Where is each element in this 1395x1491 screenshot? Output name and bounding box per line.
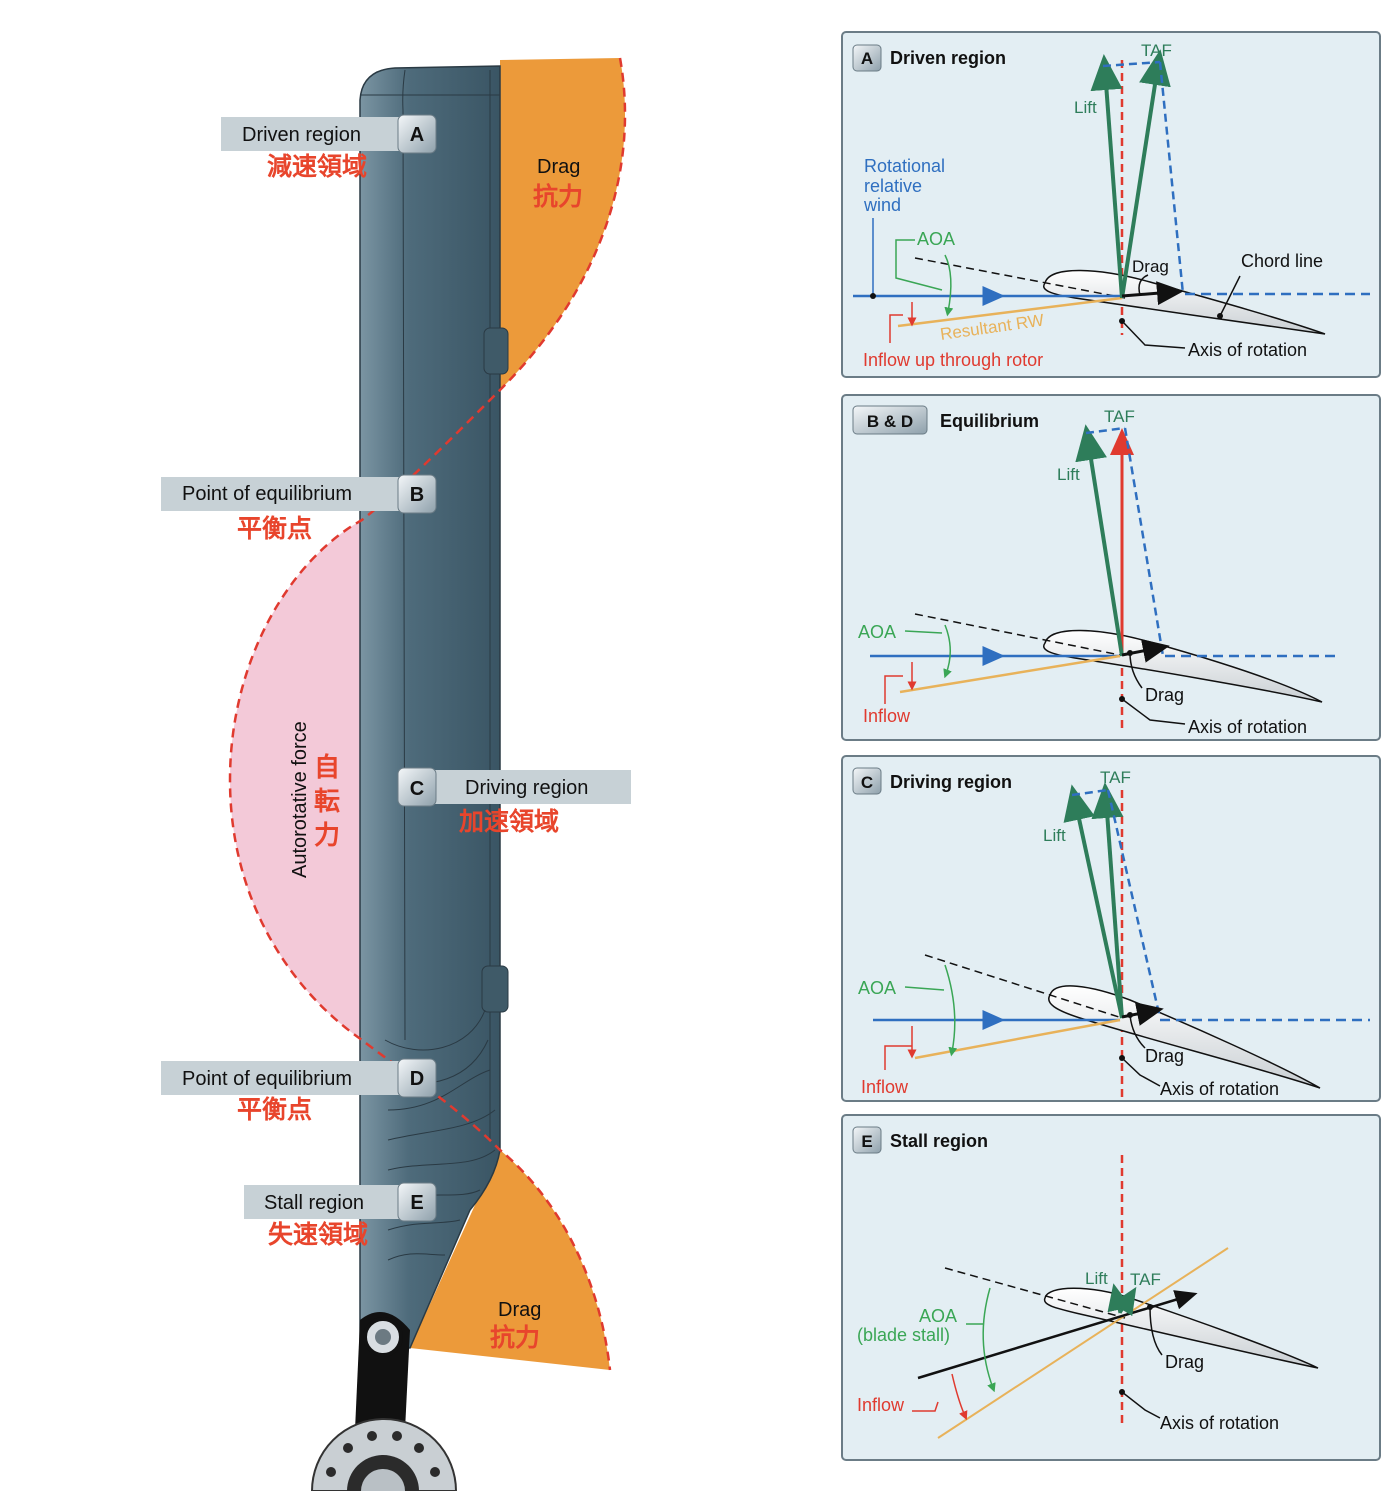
panel-c-taf: TAF [1100, 768, 1131, 787]
region-c-badge: C [410, 778, 424, 800]
panel-c-badge: C [861, 773, 873, 792]
drag-top-jp: 抗力 [533, 182, 583, 211]
drag-area-top [500, 58, 625, 390]
panel-e-lift: Lift [1085, 1269, 1108, 1288]
region-a-label: Driven region [242, 124, 361, 146]
drag-top-label: Drag [537, 156, 580, 178]
force-curve [228, 57, 627, 1371]
panel-a-title: Driven region [890, 48, 1006, 68]
panel-a-lift: Lift [1074, 98, 1097, 117]
panel-bd-taf: TAF [1104, 407, 1135, 426]
panel-e-title: Stall region [890, 1131, 988, 1151]
panel-e-inflow: Inflow [857, 1395, 905, 1415]
panel-e-axis: Axis of rotation [1160, 1413, 1279, 1433]
blade-body [359, 65, 501, 1349]
region-c-jp: 加速領域 [458, 807, 559, 836]
panel-bd-inflow: Inflow [863, 706, 911, 726]
region-d-label: Point of equilibrium [182, 1068, 352, 1090]
panel-a-inflow: Inflow up through rotor [863, 350, 1043, 370]
blade-group: Driven region A 減速領域 Point of equilibriu… [161, 57, 631, 1491]
autorotative-jp-3: 力 [314, 821, 340, 851]
panel-c-inflow: Inflow [861, 1077, 909, 1097]
panel-e: E Stall region Lift TAF AOA (blade stall… [841, 1114, 1381, 1461]
region-c-label: Driving region [465, 777, 588, 799]
panel-a-rw-3: wind [863, 195, 901, 215]
panel-a-axis: Axis of rotation [1188, 340, 1307, 360]
panel-bd-title: Equilibrium [940, 411, 1039, 431]
panel-a-rw-1: Rotational [864, 156, 945, 176]
region-b-label: Point of equilibrium [182, 483, 352, 505]
rotor-hub [310, 1418, 458, 1491]
region-b-badge: B [410, 484, 424, 506]
autorotative-force-label: Autorotative force [289, 721, 311, 878]
panel-bd-axis: Axis of rotation [1188, 717, 1307, 737]
region-a-badge: A [410, 124, 424, 146]
panel-e-aoa-2: (blade stall) [857, 1325, 950, 1345]
panel-c-drag: Drag [1145, 1046, 1184, 1066]
panel-c: C Driving region TAF Lift AOA Drag Inflo… [841, 755, 1381, 1102]
panel-bd-aoa: AOA [858, 622, 896, 642]
panel-e-drag: Drag [1165, 1352, 1204, 1372]
panel-bd: B & D Equilibrium TAF Lift AOA Drag Infl… [841, 394, 1381, 741]
panel-a-aoa: AOA [917, 229, 955, 249]
panel-bd-lift: Lift [1057, 465, 1080, 484]
region-e-jp: 失速領域 [268, 1220, 368, 1249]
panel-e-badge: E [861, 1132, 872, 1151]
panel-c-title: Driving region [890, 772, 1012, 792]
autorotative-force-area [230, 520, 362, 1040]
panel-a: A Driven region TAF Lift Rotational rela… [841, 31, 1381, 378]
panel-bd-drag: Drag [1145, 685, 1184, 705]
panel-e-aoa-1: AOA [919, 1306, 957, 1326]
panel-c-aoa: AOA [858, 978, 896, 998]
autorotative-jp-1: 自 [314, 752, 340, 783]
panel-c-axis: Axis of rotation [1160, 1079, 1279, 1099]
region-b-jp: 平衡点 [237, 514, 312, 543]
panel-a-drag: Drag [1132, 257, 1169, 276]
region-d-jp: 平衡点 [237, 1095, 312, 1124]
drag-area-bottom [410, 1150, 610, 1370]
region-d-badge: D [410, 1068, 424, 1090]
drag-bottom-jp: 抗力 [490, 1323, 540, 1352]
panel-bd-badge: B & D [867, 412, 913, 431]
region-e-badge: E [410, 1192, 423, 1214]
panel-a-badge: A [861, 49, 873, 68]
region-a-jp: 減速領域 [267, 152, 367, 181]
region-e-label: Stall region [264, 1192, 364, 1214]
panel-e-taf: TAF [1130, 1270, 1161, 1289]
panel-a-chord: Chord line [1241, 251, 1323, 271]
panel-a-rw-2: relative [864, 176, 922, 196]
panel-c-lift: Lift [1043, 826, 1066, 845]
panel-a-taf: TAF [1141, 41, 1172, 60]
drag-bottom-label: Drag [498, 1299, 541, 1321]
autorotative-jp-2: 転 [314, 787, 340, 817]
